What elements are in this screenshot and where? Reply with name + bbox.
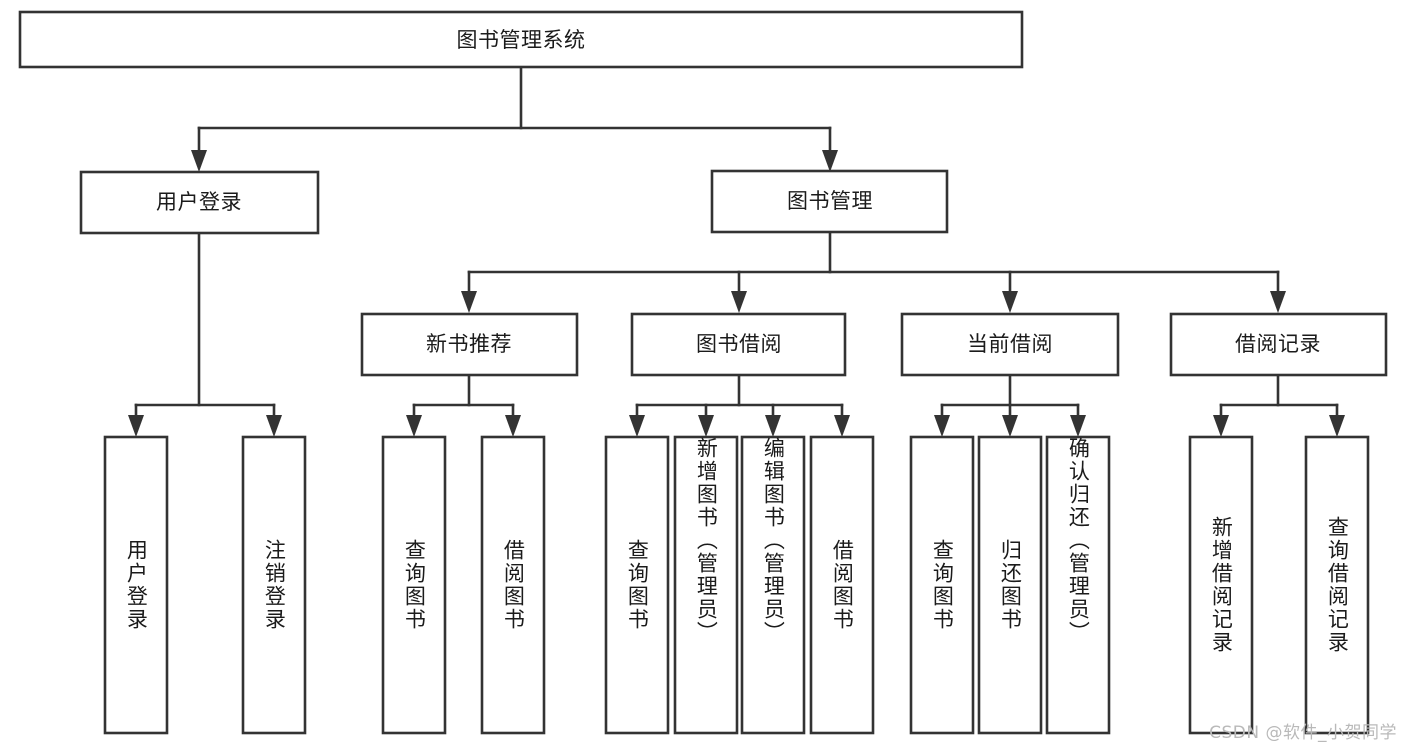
node-box-root[interactable] xyxy=(18,10,1024,69)
arrow-head-leaf-user-logout xyxy=(266,415,282,437)
node-box-leaf-confirm-return[interactable] xyxy=(1045,435,1111,735)
arrow-head-new-book-recommend xyxy=(461,291,477,313)
arrow-head-leaf-query-record xyxy=(1329,415,1345,437)
node-label-current-borrow: 当前借阅 xyxy=(967,332,1053,356)
node-box-leaf-user-login[interactable] xyxy=(103,435,169,735)
node-box-leaf-query-book-3[interactable] xyxy=(909,435,975,735)
node-box-leaf-add-record[interactable] xyxy=(1188,435,1254,735)
arrow-head-leaf-return-book xyxy=(1002,415,1018,437)
node-box-new-book-recommend[interactable] xyxy=(360,312,579,377)
node-box-user-login[interactable] xyxy=(79,170,320,235)
arrow-head-leaf-add-book xyxy=(698,415,714,437)
node-box-book-borrow[interactable] xyxy=(630,312,847,377)
arrow-head-book-borrow xyxy=(731,291,747,313)
node-box-leaf-borrow-book-1[interactable] xyxy=(480,435,546,735)
arrow-head-book-manage xyxy=(822,150,838,172)
arrow-head-leaf-confirm-return xyxy=(1070,415,1086,437)
arrow-head-user-login xyxy=(191,150,207,172)
node-box-leaf-user-logout[interactable] xyxy=(241,435,307,735)
node-box-leaf-edit-book[interactable] xyxy=(740,435,806,735)
node-label-book-manage: 图书管理 xyxy=(787,189,873,213)
node-box-book-manage[interactable] xyxy=(710,169,949,234)
node-label-new-book-recommend: 新书推荐 xyxy=(426,332,512,356)
connector-group-borrow-record-to-leaves xyxy=(1213,373,1345,437)
arrow-head-leaf-query-book-2 xyxy=(629,415,645,437)
arrow-head-leaf-add-record xyxy=(1213,415,1229,437)
node-label-root: 图书管理系统 xyxy=(457,28,586,52)
connector-group-book-manage-to-level3 xyxy=(461,230,1286,313)
arrow-head-leaf-borrow-book-2 xyxy=(834,415,850,437)
node-label-borrow-record: 借阅记录 xyxy=(1235,332,1321,356)
node-box-leaf-add-book[interactable] xyxy=(673,435,739,735)
node-box-borrow-record[interactable] xyxy=(1169,312,1388,377)
node-box-leaf-query-record[interactable] xyxy=(1304,435,1370,735)
arrow-head-current-borrow xyxy=(1002,291,1018,313)
watermark-text: CSDN @软件_小贺同学 xyxy=(1209,723,1397,743)
node-box-leaf-query-book-1[interactable] xyxy=(381,435,447,735)
arrow-head-leaf-query-book-3 xyxy=(934,415,950,437)
node-label-book-borrow: 图书借阅 xyxy=(696,332,782,356)
connector-group-current-borrow-to-leaves xyxy=(934,373,1086,437)
node-label-user-login: 用户登录 xyxy=(156,190,242,214)
arrow-head-leaf-borrow-book-1 xyxy=(505,415,521,437)
connector-group-book-borrow-to-leaves xyxy=(629,373,850,437)
node-box-current-borrow[interactable] xyxy=(900,312,1120,377)
arrow-head-leaf-edit-book xyxy=(765,415,781,437)
node-box-leaf-return-book[interactable] xyxy=(977,435,1043,735)
arrow-head-leaf-query-book-1 xyxy=(406,415,422,437)
connector-group-new-book-recommend-to-leaves xyxy=(406,373,521,437)
arrow-head-leaf-user-login xyxy=(128,415,144,437)
node-box-leaf-borrow-book-2[interactable] xyxy=(809,435,875,735)
connector-group-root-to-level2 xyxy=(191,65,838,172)
arrow-head-borrow-record xyxy=(1270,291,1286,313)
node-box-leaf-query-book-2[interactable] xyxy=(604,435,670,735)
connector-group-user-login-to-leaves xyxy=(128,231,282,437)
